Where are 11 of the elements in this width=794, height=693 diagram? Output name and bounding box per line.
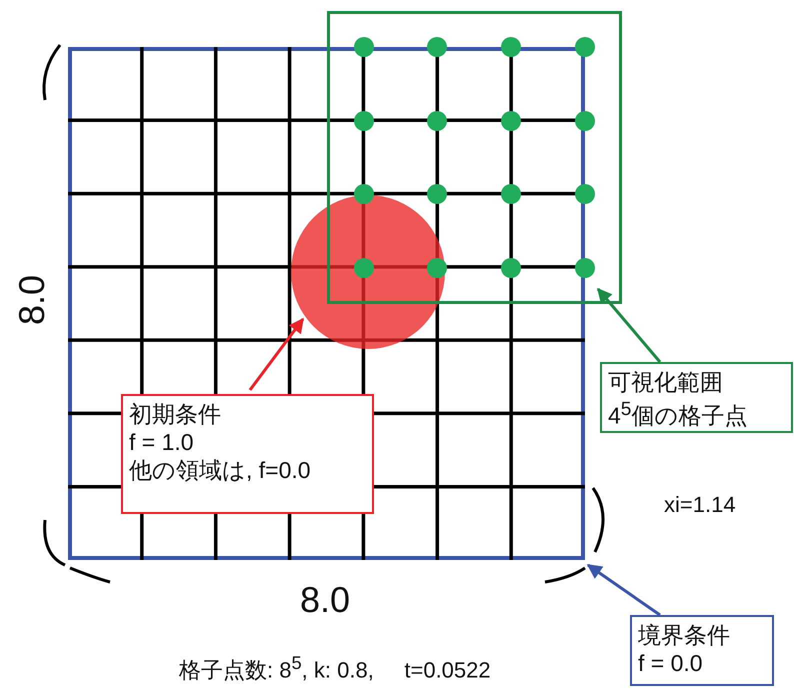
width-dimension: 8.0: [300, 579, 350, 621]
callout-box: 境界条件 f = 0.0: [630, 615, 774, 686]
callout-box: 可視化範囲 4$^{5}$個の格子点: [600, 362, 793, 433]
callout-box: 初期条件 f = 1.0 他の領域は, f=0.0: [121, 394, 374, 514]
parameter-note: 格子点数: 8$^{5}$, k: 0.8, t=0.0522: [179, 652, 491, 684]
arrow: [596, 288, 662, 363]
arrow: [586, 564, 661, 616]
visualization-range-frame: [327, 11, 622, 304]
arrow: [248, 318, 304, 391]
parameter-label: xi=1.14: [664, 492, 736, 518]
height-dimension: 8.0: [11, 274, 54, 326]
